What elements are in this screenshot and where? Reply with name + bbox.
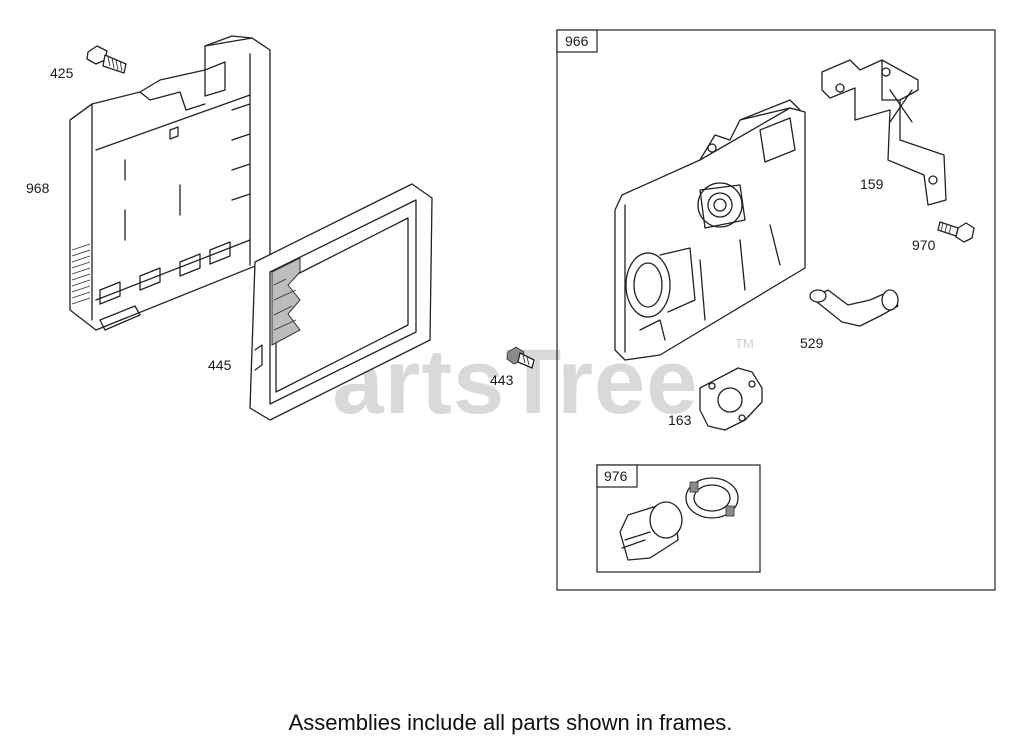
label-443[interactable]: 443 xyxy=(490,372,514,388)
pre-cleaner-976-drawing[interactable] xyxy=(619,501,683,561)
bolt-425-drawing[interactable] xyxy=(86,45,127,74)
frame-976: 976 xyxy=(596,464,761,573)
watermark-tm: TM xyxy=(735,336,754,351)
label-970[interactable]: 970 xyxy=(912,237,936,253)
footer-note: Assemblies include all parts shown in fr… xyxy=(288,710,733,735)
label-425[interactable]: 425 xyxy=(50,65,74,81)
frame-966: 966 xyxy=(556,29,996,591)
tube-529-drawing[interactable] xyxy=(809,289,899,327)
filter-445-pleats xyxy=(271,257,301,346)
label-968[interactable]: 968 xyxy=(26,180,50,196)
frame-976-label: 976 xyxy=(604,468,628,484)
label-445[interactable]: 445 xyxy=(208,357,232,373)
base-plate-966-drawing[interactable] xyxy=(614,99,806,361)
clamp-976-drawing[interactable] xyxy=(685,477,739,519)
screw-443-drawing[interactable] xyxy=(506,346,535,369)
label-163[interactable]: 163 xyxy=(668,412,692,428)
frame-966-label: 966 xyxy=(565,33,589,49)
part-labels: 425 968 445 443 159 970 529 163 xyxy=(26,65,936,428)
bracket-159-drawing[interactable] xyxy=(821,59,947,206)
cover-968-drawing[interactable] xyxy=(69,35,271,331)
bolt-970-drawing[interactable] xyxy=(937,221,975,243)
label-529[interactable]: 529 xyxy=(800,335,824,351)
gasket-163-drawing[interactable] xyxy=(699,367,763,431)
filter-445-drawing[interactable] xyxy=(249,183,433,421)
cover-968-grille xyxy=(71,243,91,305)
label-159[interactable]: 159 xyxy=(860,176,884,192)
